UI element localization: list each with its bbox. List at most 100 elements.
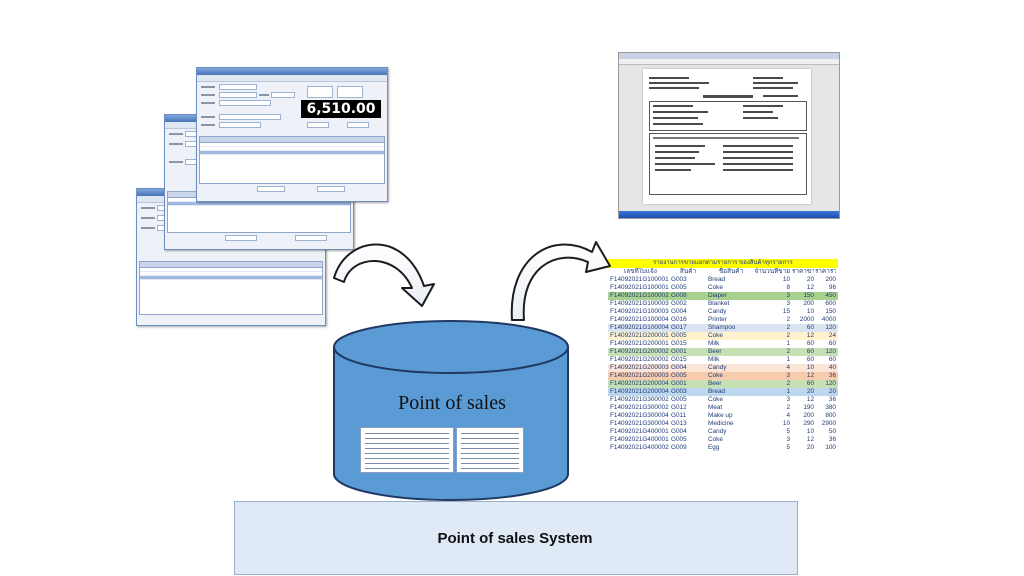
cell-total: 600	[825, 300, 836, 307]
cell-total: 20	[828, 388, 836, 395]
cell-code: G013	[671, 420, 687, 427]
cell-total: 120	[825, 324, 836, 331]
cell-total: 50	[828, 428, 836, 435]
cell-code: G005	[671, 332, 687, 339]
system-box-label: Point of sales System	[437, 530, 593, 547]
cell-code: G003	[671, 388, 687, 395]
cell-code: G004	[671, 308, 687, 315]
cell-total: 60	[828, 356, 836, 363]
cell-qty: 3	[786, 396, 790, 403]
cell-bill: F14092021G400001	[610, 428, 669, 435]
cell-name: Egg	[708, 444, 720, 451]
cell-bill: F14092021G200002	[610, 348, 669, 355]
cell-qty: 2	[786, 316, 790, 323]
cell-bill: F14092021G100001	[610, 276, 669, 283]
sales-report-header: เลขที่ใบแจ้ง สินค้า ชื่อสินค้า จำนวนที่ข…	[608, 268, 838, 276]
cell-bill: F14092021G300002	[610, 404, 669, 411]
total-amount-display: 6,510.00	[301, 100, 381, 118]
cell-code: G005	[671, 372, 687, 379]
cell-qty: 5	[786, 428, 790, 435]
cell-total: 800	[825, 412, 836, 419]
cell-price: 150	[803, 292, 814, 299]
cell-bill: F14092021G200003	[610, 364, 669, 371]
cell-bill: F14092021G200001	[610, 332, 669, 339]
cell-code: G004	[671, 428, 687, 435]
cell-price: 190	[803, 404, 814, 411]
cell-price: 10	[806, 308, 814, 315]
cell-total: 450	[825, 292, 836, 299]
cell-qty: 5	[786, 444, 790, 451]
cell-qty: 15	[782, 308, 790, 315]
cell-qty: 2	[786, 324, 790, 331]
cell-total: 4000	[821, 316, 836, 323]
cell-qty: 3	[786, 300, 790, 307]
cell-name: Coke	[708, 332, 723, 339]
cell-code: G004	[671, 364, 687, 371]
cell-name: Medicine	[708, 420, 734, 427]
cell-total: 380	[825, 404, 836, 411]
cell-name: Beer	[708, 348, 722, 355]
pos-window-front: 6,510.00	[196, 67, 388, 202]
cell-bill: F14092021G100002	[610, 292, 669, 299]
cell-qty: 2	[786, 404, 790, 411]
cell-price: 200	[803, 412, 814, 419]
cell-bill: F14092021G200003	[610, 372, 669, 379]
cell-total: 36	[828, 436, 836, 443]
cell-price: 12	[806, 284, 814, 291]
col-header-total: ราคารวม	[815, 268, 836, 275]
cell-code: G002	[671, 300, 687, 307]
cell-price: 20	[806, 276, 814, 283]
cell-bill: F14092021G400002	[610, 444, 669, 451]
cell-bill: F14092021G300002	[610, 396, 669, 403]
cell-qty: 8	[786, 284, 790, 291]
cell-price: 60	[806, 324, 814, 331]
cell-qty: 1	[786, 340, 790, 347]
sales-report-title: รายงานการขายแยกตามรายการ ของสินค้าทุกราย…	[608, 259, 838, 268]
cell-bill: F14092021G100003	[610, 300, 669, 307]
cell-bill: F14092021G300004	[610, 420, 669, 427]
cell-total: 2900	[821, 420, 836, 427]
cell-name: Make up	[708, 412, 733, 419]
cell-total: 96	[828, 284, 836, 291]
cell-code: G005	[671, 396, 687, 403]
cell-qty: 2	[786, 332, 790, 339]
database-thumbnail-1	[360, 427, 454, 473]
cell-bill: F14092021G300004	[610, 412, 669, 419]
cell-name: Coke	[708, 396, 723, 403]
cell-name: Milk	[708, 340, 720, 347]
cell-code: G005	[671, 436, 687, 443]
cell-name: Milk	[708, 356, 720, 363]
cell-price: 2000	[799, 316, 814, 323]
cell-price: 12	[806, 436, 814, 443]
cell-name: Printer	[708, 316, 727, 323]
cell-total: 36	[828, 372, 836, 379]
cell-total: 36	[828, 396, 836, 403]
cell-price: 60	[806, 380, 814, 387]
cell-total: 60	[828, 340, 836, 347]
cell-qty: 10	[782, 420, 790, 427]
cell-price: 290	[803, 420, 814, 427]
cell-name: Coke	[708, 372, 723, 379]
cell-price: 60	[806, 356, 814, 363]
cell-name: Beer	[708, 380, 722, 387]
col-header-price: ราคาขาย	[792, 268, 814, 275]
invoice-preview	[618, 52, 840, 219]
cell-code: G008	[671, 292, 687, 299]
cell-qty: 2	[786, 348, 790, 355]
cell-name: Candy	[708, 428, 727, 435]
cell-name: Shampoo	[708, 324, 736, 331]
cell-bill: F14092021G200004	[610, 380, 669, 387]
cell-price: 200	[803, 300, 814, 307]
